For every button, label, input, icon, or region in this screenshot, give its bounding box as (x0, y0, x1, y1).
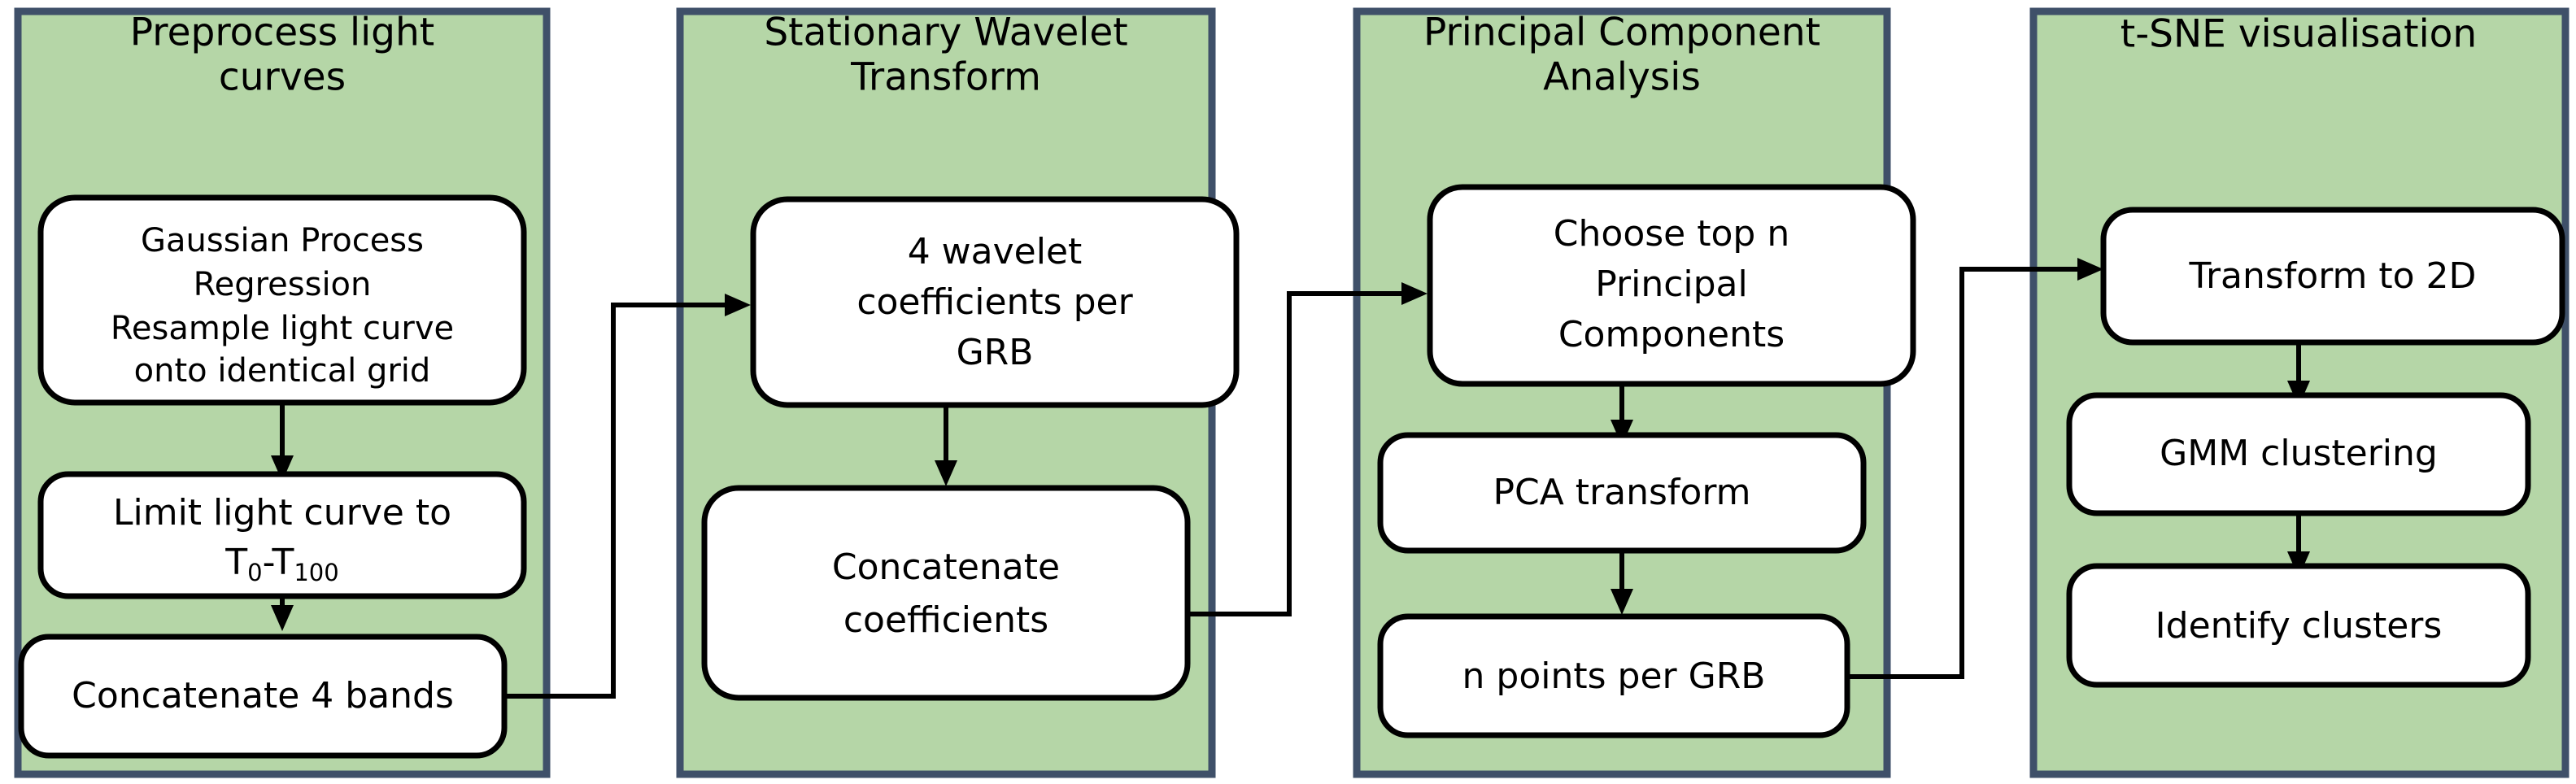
node-gpr[interactable]: Gaussian Process Regression Resample lig… (37, 194, 527, 406)
node-gpr-line-1: Gaussian Process (141, 222, 424, 259)
node-gmm-clustering-label: GMM clustering (2160, 433, 2438, 474)
node-n-points-per-grb[interactable]: n points per GRB (1377, 613, 1850, 738)
connector-wavelet-to-concat-coeffs (935, 405, 957, 486)
connector-gpr-to-limit (271, 403, 294, 481)
formula-midT: -T (263, 542, 294, 583)
node-choose-principal-components[interactable]: Choose top n Principal Components (1427, 184, 1916, 387)
node-concatenate-4-bands-box[interactable] (18, 634, 508, 759)
node-identify-clusters[interactable]: Identify clusters (2066, 563, 2531, 688)
arrowhead-icon (2077, 258, 2103, 281)
node-identify-clusters-label: Identify clusters (2155, 605, 2443, 647)
panel-title-pca-line2: Analysis (1543, 55, 1701, 100)
node-limit-line-1: Limit light curve to (113, 492, 451, 534)
node-wavelet-line-1: 4 wavelet (908, 231, 1083, 272)
node-wavelet-line-3: GRB (957, 332, 1034, 373)
formula-sub-0: 0 (247, 559, 262, 586)
node-wavelet-coefficients-box[interactable] (750, 196, 1240, 408)
panel-title-preprocess: Preprocess light (130, 11, 434, 55)
node-gpr-box[interactable] (37, 194, 527, 406)
node-gpr-line-4: onto identical grid (134, 352, 431, 390)
node-concat-coeffs-line-2: coefficients (843, 599, 1048, 641)
node-gpr-line-2: Regression (194, 266, 372, 303)
node-n-points-per-grb-box[interactable] (1377, 613, 1850, 738)
node-wavelet-coefficients[interactable]: 4 wavelet coefficients per GRB (750, 196, 1240, 408)
node-pca-transform-label: PCA transform (1493, 472, 1750, 513)
connector-pca-transform-to-n-points (1611, 550, 1633, 615)
formula-sub-100: 100 (294, 559, 338, 586)
panel-title-preprocess-line2: curves (219, 55, 346, 100)
panel-title-swt: Stationary Wavelet (764, 11, 1127, 55)
connector-concat-bands-to-wavelet (504, 294, 751, 699)
node-concat-coeffs-line-1: Concatenate (832, 547, 1060, 588)
node-gpr-line-3: Resample light curve (111, 310, 454, 347)
node-limit-light-curve[interactable]: Limit light curve to T0-T100 (37, 471, 527, 599)
arrowhead-icon (935, 460, 957, 486)
arrowhead-icon (271, 605, 294, 631)
node-concatenate-coefficients-box[interactable] (701, 485, 1191, 701)
node-choose-pcs-line-2: Principal (1595, 264, 1748, 305)
node-choose-principal-components-box[interactable] (1427, 184, 1916, 387)
arrowhead-icon (1401, 282, 1427, 305)
node-pca-transform[interactable]: PCA transform (1377, 432, 1867, 554)
node-limit-light-curve-box[interactable] (37, 471, 527, 599)
node-gmm-clustering-box[interactable] (2066, 392, 2531, 516)
connector-concat-coeffs-to-choose-pcs (1170, 282, 1427, 616)
formula-T: T (224, 542, 247, 583)
node-identify-clusters-box[interactable] (2066, 563, 2531, 688)
node-concatenate-coefficients[interactable]: Concatenate coefficients (701, 485, 1191, 701)
node-choose-pcs-line-3: Components (1558, 314, 1785, 355)
node-transform-to-2d-label: Transform to 2D (2189, 255, 2477, 297)
panel-title-swt-line2: Transform (850, 55, 1041, 100)
node-concatenate-4-bands[interactable]: Concatenate 4 bands (18, 634, 508, 759)
node-concatenate-4-bands-label: Concatenate 4 bands (72, 675, 454, 716)
connector-n-points-to-transform-2d (1846, 258, 2103, 679)
node-limit-formula: T0-T100 (224, 542, 338, 586)
arrowhead-icon (271, 455, 294, 481)
node-choose-pcs-line-1: Choose top n (1554, 213, 1789, 255)
arrowhead-icon (725, 294, 751, 316)
node-gmm-clustering[interactable]: GMM clustering (2066, 392, 2531, 516)
panel-title-pca: Principal Component (1423, 11, 1820, 55)
node-wavelet-line-2: coefficients per (856, 281, 1133, 323)
node-transform-to-2d[interactable]: Transform to 2D (2100, 207, 2565, 346)
arrowhead-icon (1611, 589, 1633, 615)
node-n-points-per-grb-label: n points per GRB (1462, 656, 1766, 697)
node-transform-to-2d-box[interactable] (2100, 207, 2565, 346)
panel-title-tsne: t-SNE visualisation (2121, 12, 2477, 57)
node-pca-transform-box[interactable] (1377, 432, 1867, 554)
